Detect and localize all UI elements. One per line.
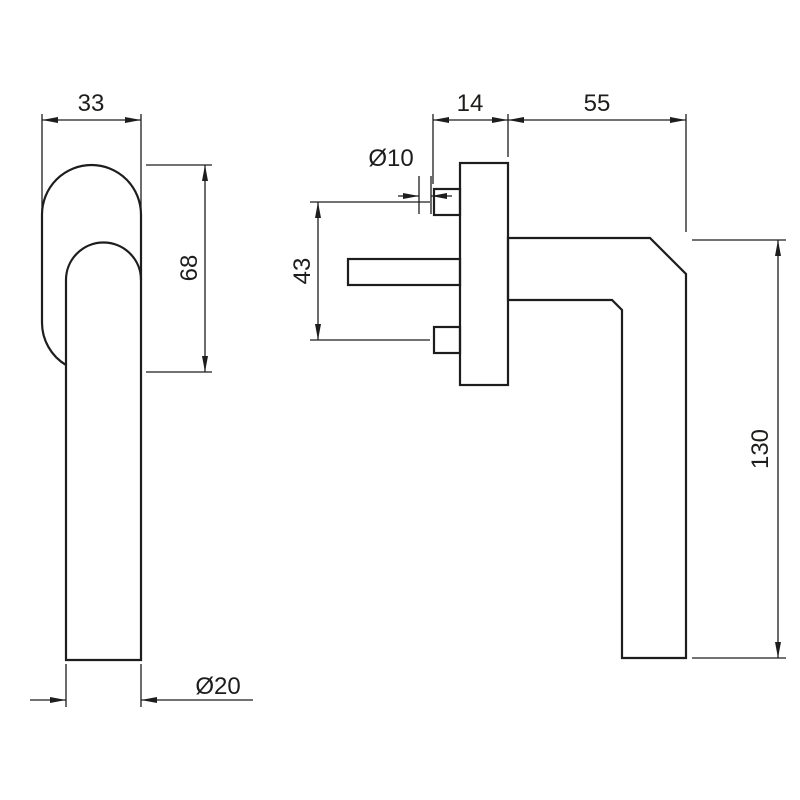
rosette-plate	[458, 161, 510, 387]
dim-head-width: 33	[41, 90, 142, 210]
handle-front-outer-outline	[40, 163, 143, 662]
dim-grip-length: 130	[692, 239, 786, 659]
dim-head-height: 68	[146, 164, 212, 373]
dim-label-plate-depth: 14	[457, 90, 484, 117]
front-view: 33 68 Ø20	[30, 90, 253, 707]
side-view: 14 55 Ø10 43 130	[289, 90, 786, 660]
dim-grip-diameter: Ø20	[30, 664, 253, 707]
dim-label-grip-length: 130	[747, 429, 774, 469]
dim-boss-diameter: Ø10	[368, 145, 452, 214]
spindle-bar	[346, 257, 462, 287]
dim-label-head-width: 33	[78, 90, 105, 117]
lower-fixing-boss	[432, 325, 462, 355]
dim-fixing-centres: 43	[289, 201, 430, 341]
dim-label-grip-diameter: Ø20	[195, 673, 240, 700]
dim-reach: 55	[508, 90, 687, 232]
dim-label-fixing-centres: 43	[289, 258, 316, 285]
handle-front-inner-contour	[64, 241, 143, 365]
dim-label-boss-diameter: Ø10	[368, 145, 413, 172]
dim-label-head-height: 68	[176, 255, 203, 282]
handle-side-outline	[506, 236, 688, 660]
dim-plate-depth: 14	[432, 90, 509, 184]
upper-fixing-boss	[432, 187, 462, 217]
dim-label-reach: 55	[584, 90, 611, 117]
